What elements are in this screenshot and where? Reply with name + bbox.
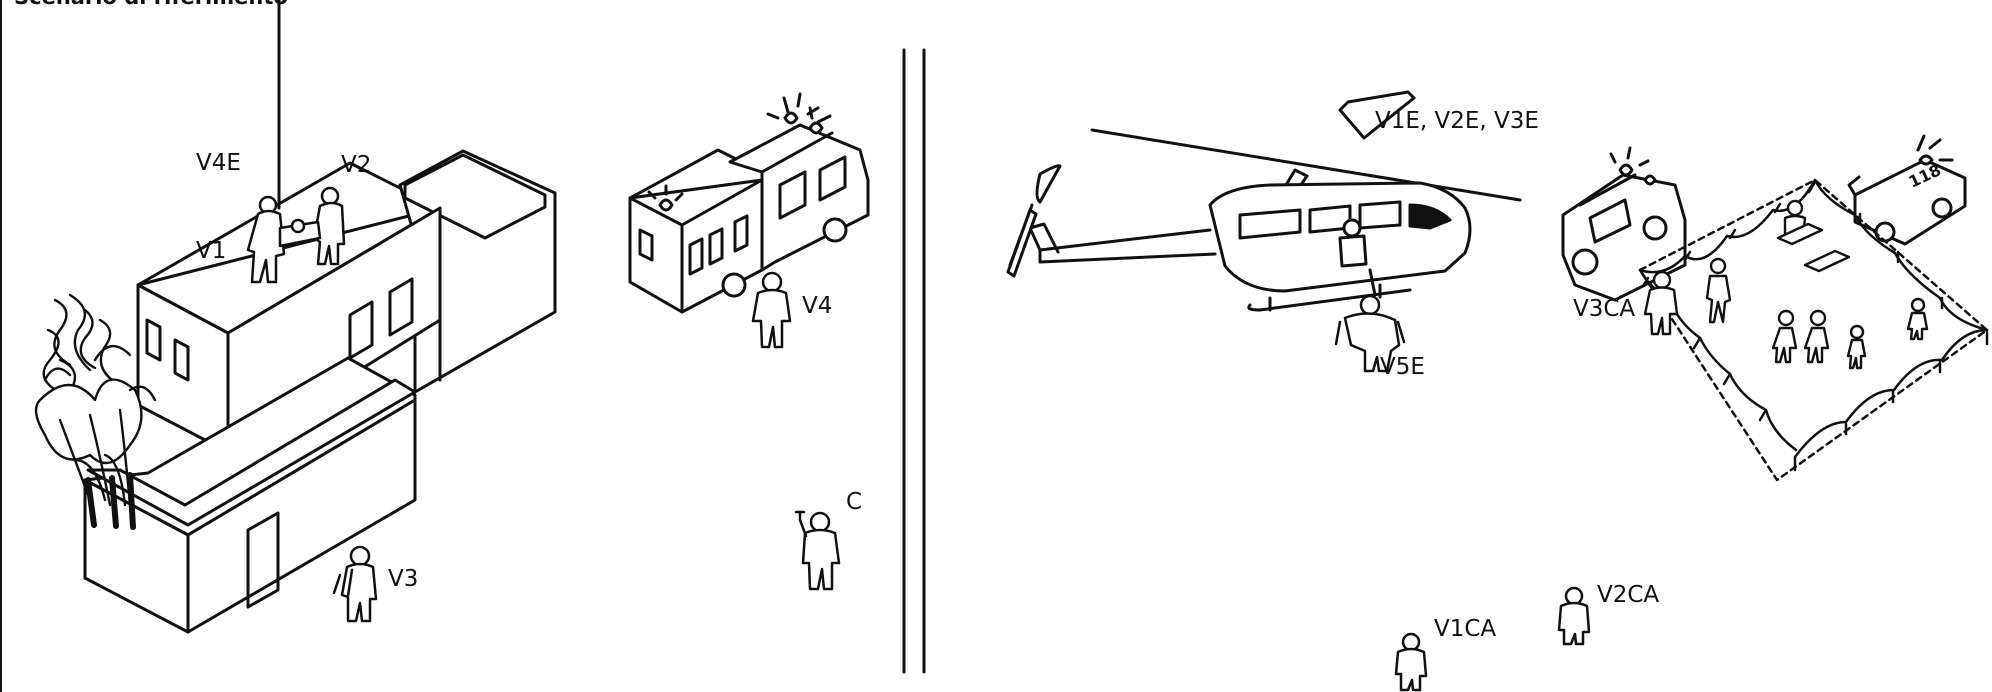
firefighter-v4 [753,273,790,347]
ambulance [1849,136,1965,244]
label-v3: V3 [388,568,418,591]
label-v3ca: V3CA [1573,298,1635,321]
label-v2: V2 [341,154,371,177]
label-v5e: V5E [1380,356,1425,379]
scene-divider [904,50,924,672]
commander-c [796,512,839,589]
label-v4: V4 [802,295,832,318]
label-c: C [846,491,862,514]
label-v1ca: V1CA [1434,618,1496,641]
label-v1e-v2e-v3e: V1E, V2E, V3E [1375,110,1539,133]
label-v4e: V4E [196,152,241,175]
label-v2ca: V2CA [1597,584,1659,607]
label-v1: V1 [196,240,226,263]
fire-truck [630,94,868,312]
rescuer-v2ca [1559,588,1589,644]
firefighter-v3 [334,547,376,621]
scenario-title: Scenario di riferimento [14,0,288,8]
rescuer-v1ca [1396,634,1426,690]
